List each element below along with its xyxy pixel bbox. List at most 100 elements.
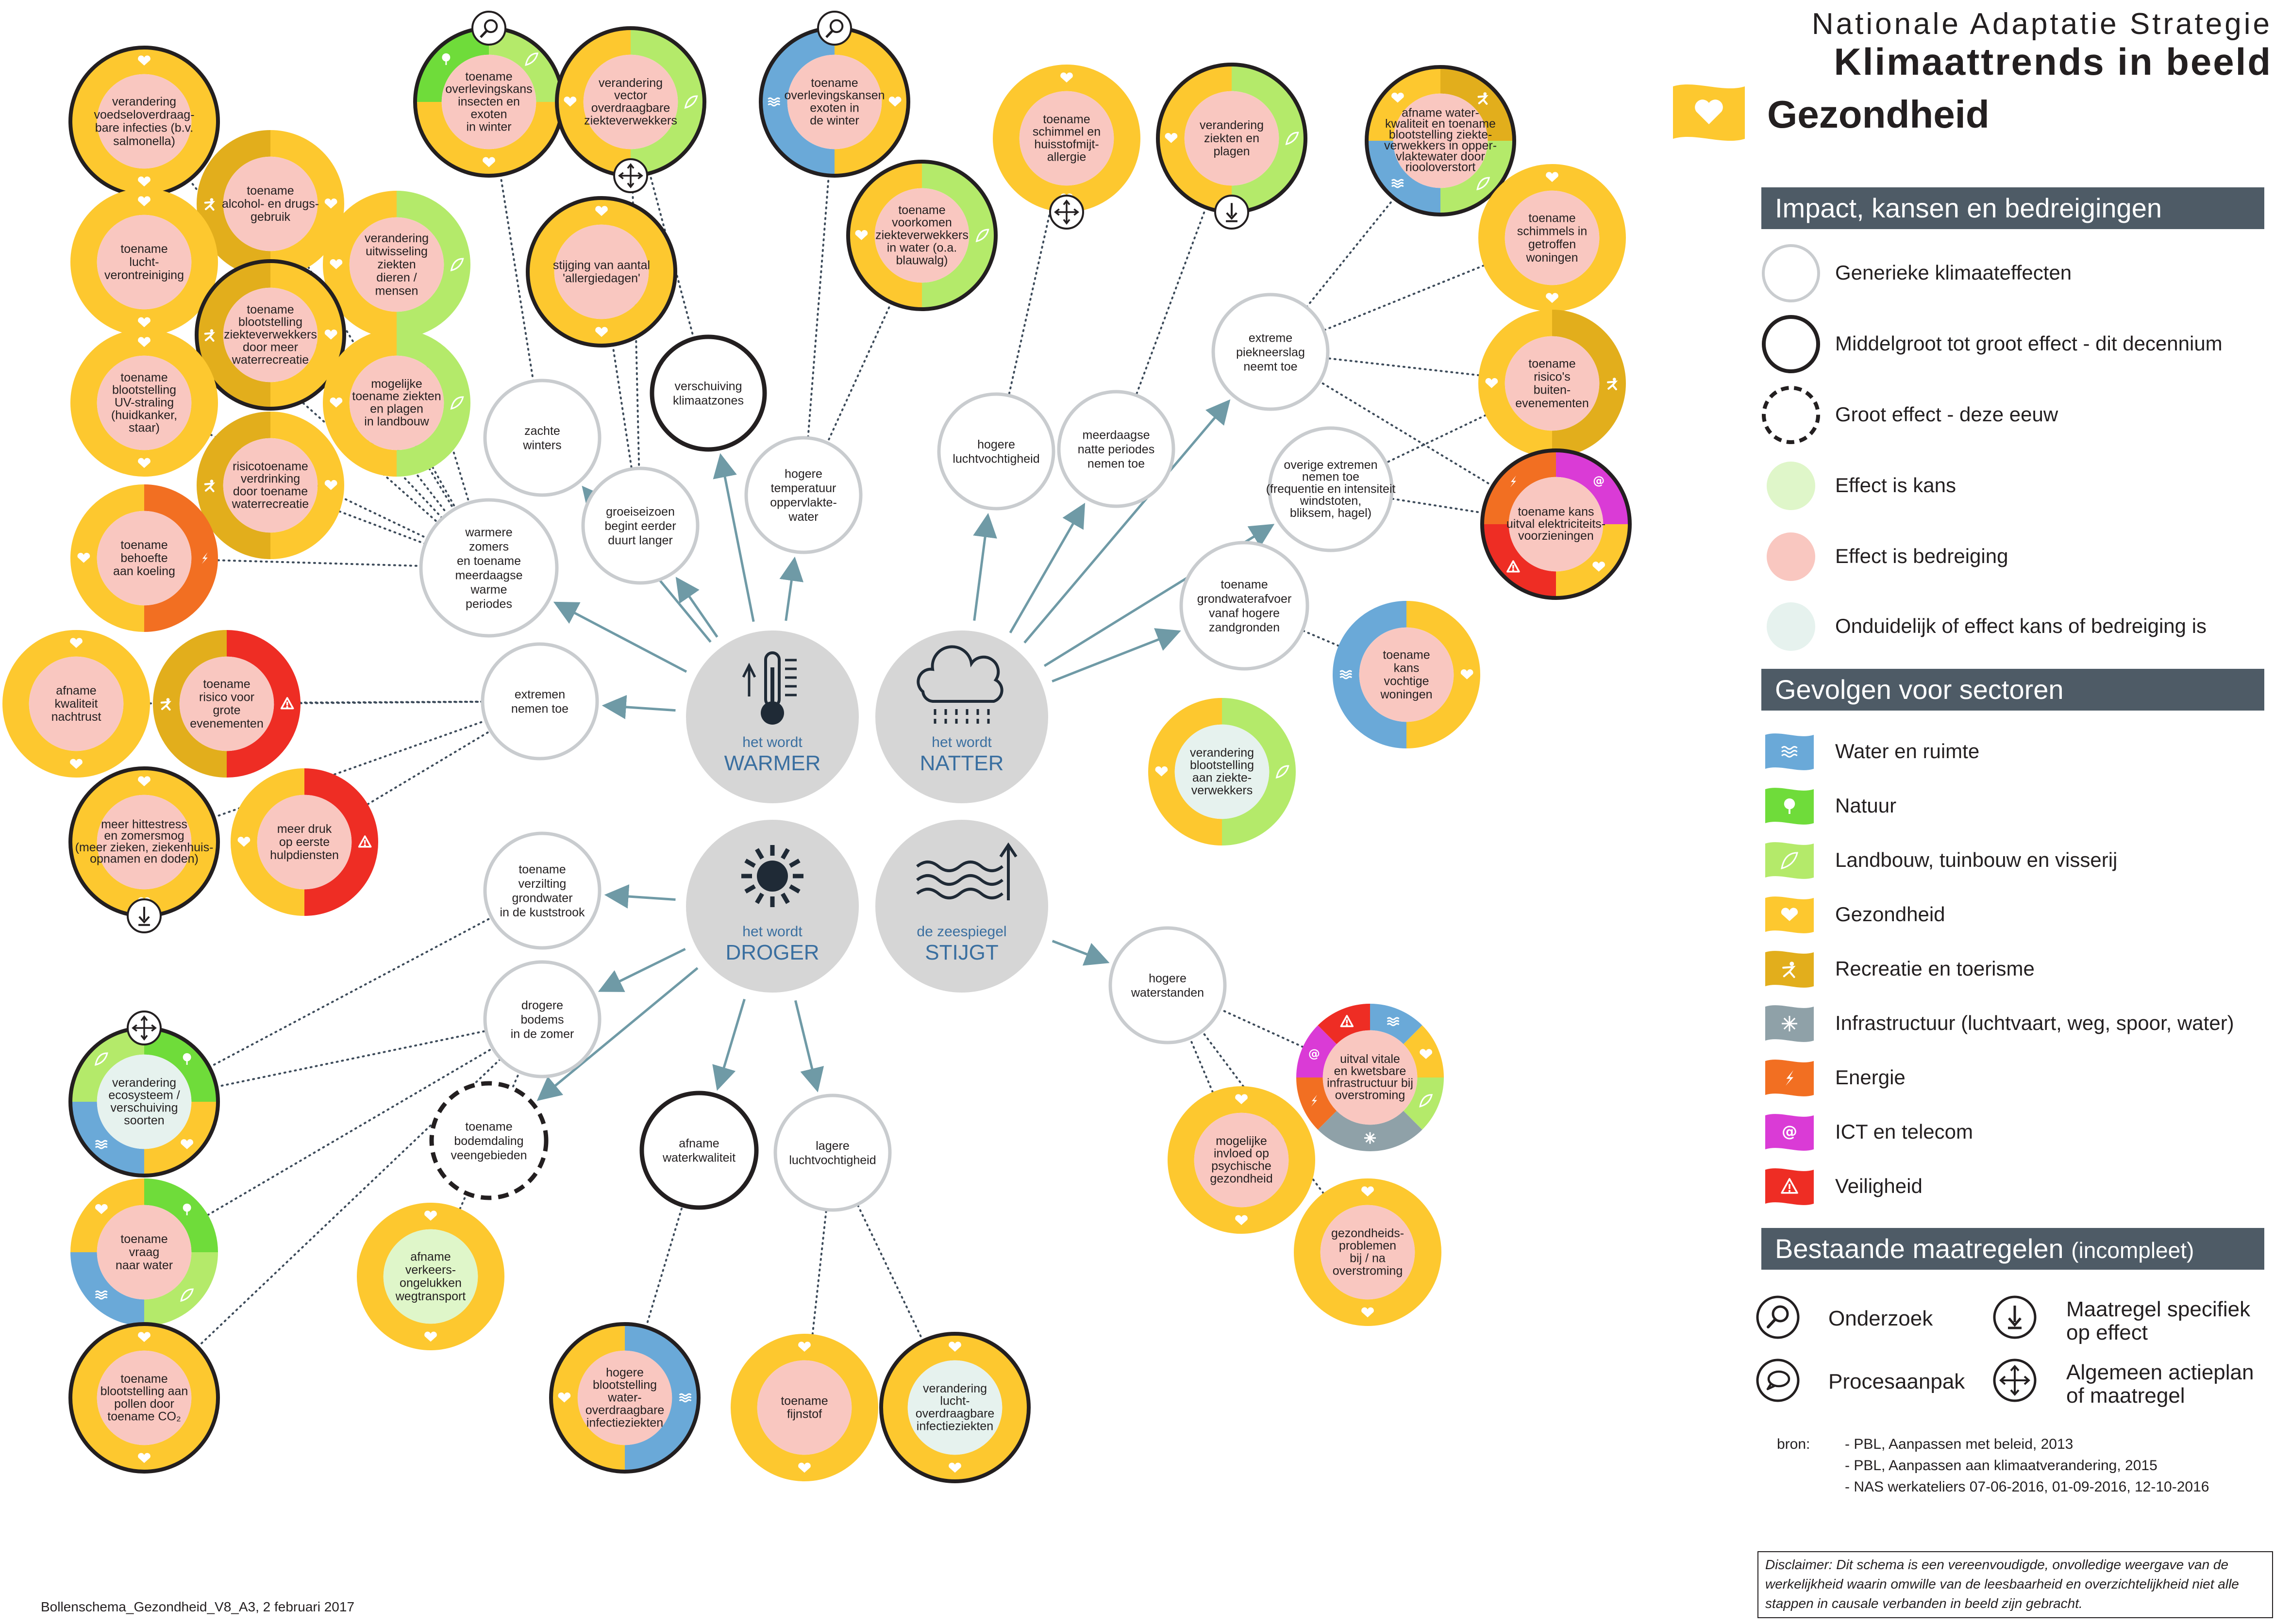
heart-icon <box>70 759 83 769</box>
impact-border <box>879 1332 1031 1483</box>
connector-line <box>1305 197 1395 309</box>
leaf-icon <box>180 1288 194 1302</box>
impact-fill <box>554 224 649 319</box>
impact-fill <box>874 188 970 283</box>
heart-icon <box>1235 1215 1248 1226</box>
sector-segment <box>153 630 227 778</box>
warning-icon <box>1340 1015 1354 1027</box>
driver-small-label: het wordt <box>932 734 992 750</box>
magnifier-icon <box>471 11 506 46</box>
impact-fill <box>787 54 882 149</box>
heart-icon <box>70 638 83 648</box>
heart-icon <box>138 317 151 328</box>
connector-lines <box>149 172 1494 1348</box>
legend-unclear-circle <box>1767 602 1815 651</box>
heart-icon <box>949 1462 961 1473</box>
sector-segment <box>921 162 996 309</box>
driver-arrow <box>1009 502 1086 633</box>
leaf-icon <box>450 396 464 410</box>
driver-small-label: het wordt <box>742 734 803 750</box>
connector-line <box>1385 414 1487 464</box>
leaf-icon <box>1275 765 1289 779</box>
heart-icon <box>138 196 151 206</box>
connector-line <box>367 729 492 805</box>
impact-fill <box>1505 190 1600 285</box>
heart-icon <box>424 1210 437 1221</box>
heart-icon <box>138 458 151 468</box>
impact-fill <box>179 656 274 751</box>
header-title: Klimaattrends in beeld <box>1834 40 2272 83</box>
legend-maatregel-title-text: Bestaande maatregelen <box>1775 1233 2064 1264</box>
leaf-icon <box>1419 1094 1433 1108</box>
heart-icon <box>138 337 151 347</box>
connector-line <box>1322 265 1485 331</box>
effect-ring <box>1108 926 1227 1044</box>
bron-item: - PBL, Aanpassen aan klimaatverandering,… <box>1845 1458 2157 1474</box>
heart-icon <box>424 1331 437 1342</box>
driver-bubble <box>871 816 1052 996</box>
bron-item: - PBL, Aanpassen met beleid, 2013 <box>1845 1436 2074 1452</box>
driver-small-label: het wordt <box>742 924 803 940</box>
leaf-icon <box>975 229 989 243</box>
driver-arrow <box>598 947 686 992</box>
maatregel-algemeen-label: Algemeen actieplan of maatregel <box>2066 1360 2254 1408</box>
sector-segment <box>630 28 704 176</box>
arrow-down-icon <box>127 898 162 933</box>
sector-segment <box>1296 1025 1337 1078</box>
waves-icon <box>679 1393 692 1403</box>
driver-arrow <box>536 967 699 1101</box>
driver-small-label: de zeespiegel <box>917 924 1006 940</box>
sector-legend-label: Energie <box>1835 1066 1906 1089</box>
sector-segment <box>197 130 271 278</box>
heart-icon <box>324 198 337 209</box>
warning-icon <box>1506 560 1520 573</box>
effect-ring <box>1268 426 1394 552</box>
leaf-icon <box>684 95 698 109</box>
sector-legend-label: Veiligheid <box>1835 1175 1923 1197</box>
leaf-icon <box>1781 852 1798 870</box>
legend-maatregel-note: (incompleet) <box>2071 1238 2194 1263</box>
impact-fill <box>757 1360 852 1455</box>
connector-line <box>1326 357 1480 377</box>
heart-icon <box>330 259 343 269</box>
connector-line <box>1219 1008 1304 1048</box>
magnifier-icon <box>817 11 852 46</box>
impact-border <box>68 1322 220 1474</box>
heart-icon <box>595 327 608 337</box>
sector-legend-symbol <box>1765 951 1814 988</box>
heart-icon <box>1391 92 1404 103</box>
impact-fill <box>223 156 318 251</box>
leaf-icon <box>525 52 539 66</box>
driver-arrow <box>713 453 755 622</box>
sector-legend-symbol: @ <box>1765 1114 1814 1151</box>
thermometer-icon <box>742 651 797 725</box>
speech-bubble-icon <box>1756 1359 1800 1402</box>
legend-medium-effect-label: Middelgroot tot groot effect - dit decen… <box>1835 332 2223 355</box>
person-icon <box>1782 961 1796 978</box>
impact-fill <box>383 1229 478 1324</box>
waves-icon <box>768 97 781 107</box>
sector-segment <box>488 28 563 102</box>
effect-ring <box>419 498 559 638</box>
